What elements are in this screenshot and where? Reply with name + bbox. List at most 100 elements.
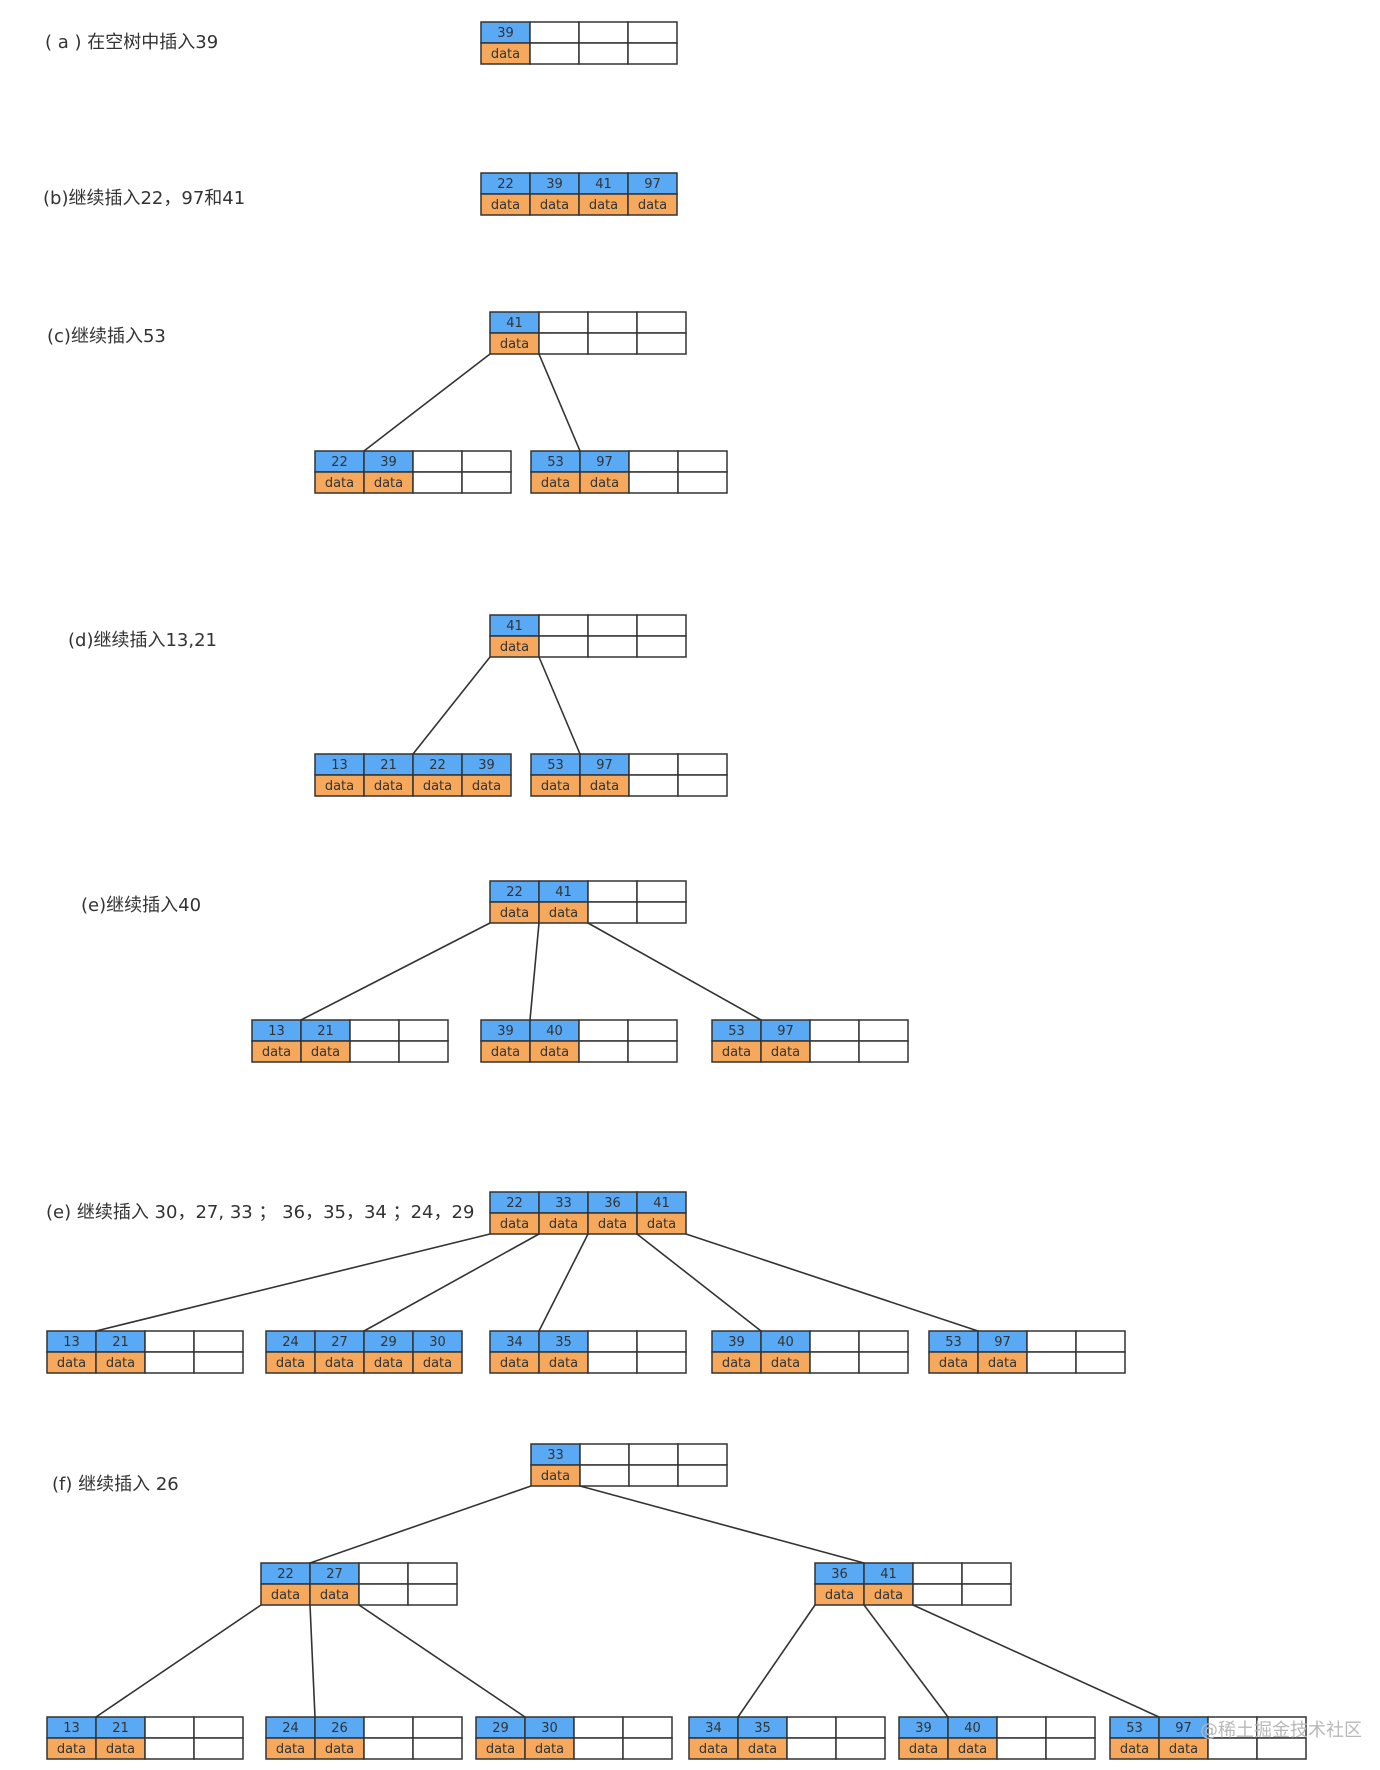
empty-data-cell [358, 1583, 409, 1606]
data-label: data [1120, 1742, 1149, 1757]
data-label: data [958, 1742, 987, 1757]
data-cell [636, 1212, 687, 1235]
key-value: 27 [326, 1567, 343, 1582]
key-value: 40 [777, 1335, 794, 1350]
key-value: 21 [317, 1024, 334, 1039]
empty-key-cell [587, 614, 638, 637]
data-label: data [491, 1045, 520, 1060]
empty-data-cell [677, 774, 728, 797]
key-value: 97 [596, 758, 613, 773]
empty-data-cell [573, 1737, 624, 1760]
empty-key-cell [412, 1716, 463, 1739]
step-label-e2: (e) 继续插入 30，27, 33 ； 36，35，34 ；24，29 [46, 1202, 475, 1223]
data-label: data [535, 1742, 564, 1757]
empty-data-cell [587, 332, 638, 355]
data-label: data [722, 1045, 751, 1060]
data-label: data [598, 1217, 627, 1232]
key-value: 33 [555, 1196, 572, 1211]
data-label: data [374, 1356, 403, 1371]
key-value: 22 [497, 177, 514, 192]
data-label: data [541, 1469, 570, 1484]
key-value: 24 [282, 1721, 299, 1736]
data-label: data [106, 1742, 135, 1757]
tree-edge [579, 1485, 865, 1564]
empty-data-cell [587, 1351, 638, 1374]
empty-data-cell [587, 635, 638, 658]
tree-edge [636, 1233, 762, 1332]
empty-data-cell [412, 1737, 463, 1760]
data-label: data [590, 476, 619, 491]
empty-data-cell [412, 471, 463, 494]
empty-data-cell [627, 42, 678, 65]
empty-key-cell [193, 1330, 244, 1353]
empty-data-cell [193, 1351, 244, 1374]
data-label: data [874, 1588, 903, 1603]
empty-key-cell [809, 1019, 860, 1042]
key-value: 40 [964, 1721, 981, 1736]
data-label: data [325, 1742, 354, 1757]
empty-key-cell [578, 21, 629, 44]
empty-key-cell [622, 1716, 673, 1739]
empty-data-cell [636, 332, 687, 355]
data-label: data [423, 779, 452, 794]
data-label: data [500, 640, 529, 655]
data-label: data [374, 476, 403, 491]
data-label: data [590, 779, 619, 794]
data-label: data [647, 1217, 676, 1232]
key-value: 53 [547, 455, 564, 470]
data-label: data [57, 1356, 86, 1371]
data-label: data [262, 1045, 291, 1060]
watermark: @稀土掘金技术社区 [1200, 1720, 1362, 1741]
empty-key-cell [358, 1562, 409, 1585]
empty-key-cell [636, 311, 687, 334]
key-value: 97 [596, 455, 613, 470]
key-value: 39 [546, 177, 563, 192]
empty-data-cell [858, 1040, 909, 1063]
empty-data-cell [786, 1737, 837, 1760]
key-value: 24 [282, 1335, 299, 1350]
empty-data-cell [622, 1737, 673, 1760]
empty-data-cell [809, 1351, 860, 1374]
empty-key-cell [144, 1330, 195, 1353]
empty-data-cell [628, 1464, 679, 1487]
data-label: data [589, 198, 618, 213]
empty-key-cell [786, 1716, 837, 1739]
key-value: 22 [506, 1196, 523, 1211]
empty-data-cell [677, 1464, 728, 1487]
empty-key-cell [677, 753, 728, 776]
tree-edge [95, 1604, 262, 1718]
empty-data-cell [144, 1351, 195, 1374]
key-value: 53 [1126, 1721, 1143, 1736]
data-label: data [325, 779, 354, 794]
tree-edge [529, 922, 540, 1021]
data-label: data [500, 1217, 529, 1232]
key-value: 21 [112, 1335, 129, 1350]
tree-edge [912, 1604, 1160, 1718]
data-label: data [491, 47, 520, 62]
key-value: 53 [547, 758, 564, 773]
data-label: data [825, 1588, 854, 1603]
empty-key-cell [587, 1330, 638, 1353]
key-value: 41 [880, 1567, 897, 1582]
empty-key-cell [996, 1716, 1047, 1739]
empty-data-cell [1026, 1351, 1077, 1374]
key-value: 39 [728, 1335, 745, 1350]
empty-data-cell [363, 1737, 414, 1760]
empty-key-cell [1045, 1716, 1096, 1739]
data-label: data [748, 1742, 777, 1757]
data-label: data [311, 1045, 340, 1060]
empty-data-cell [636, 901, 687, 924]
empty-key-cell [398, 1019, 449, 1042]
key-value: 30 [429, 1335, 446, 1350]
empty-data-cell [858, 1351, 909, 1374]
